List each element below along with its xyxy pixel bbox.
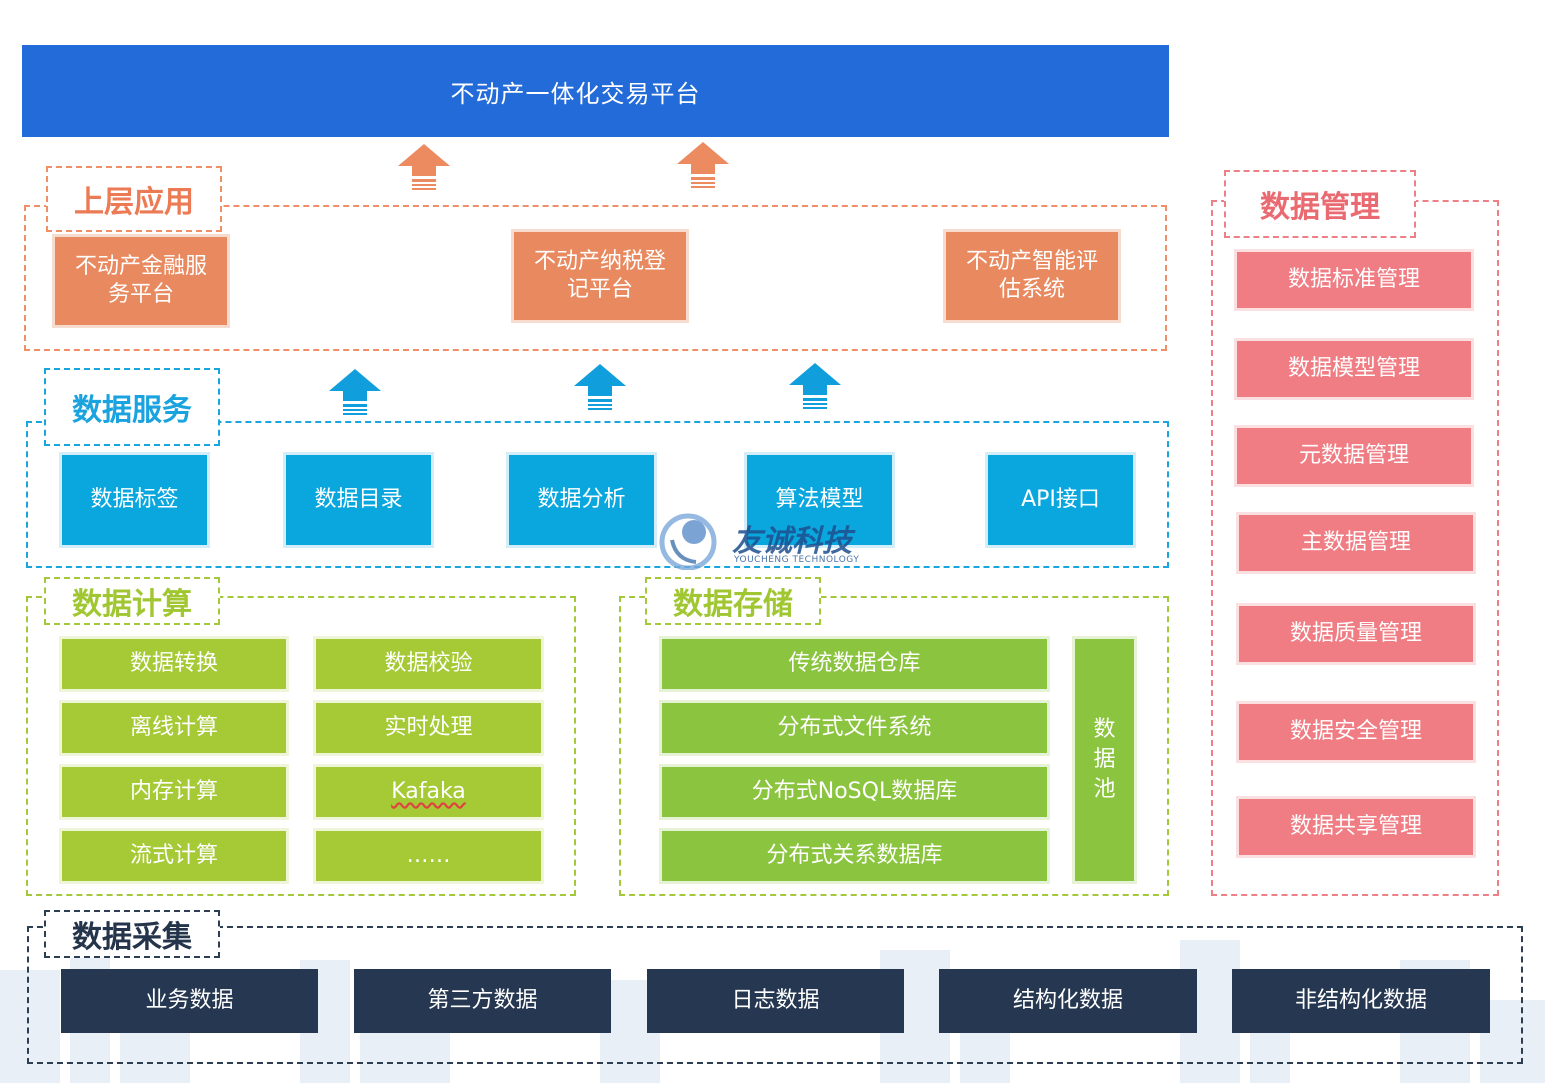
platform-banner: 不动产一体化交易平台 (22, 45, 1169, 137)
storage-box[interactable]: 分布式关系数据库 (659, 828, 1050, 884)
upper-app-frame (24, 205, 1167, 351)
management-box[interactable]: 数据标准管理 (1234, 249, 1474, 311)
service-box[interactable]: 算法模型 (744, 452, 895, 548)
storage-box[interactable]: 分布式NoSQL数据库 (659, 764, 1050, 820)
data-collection-title: 数据采集 (44, 910, 220, 958)
management-box[interactable]: 主数据管理 (1236, 512, 1476, 574)
collection-box[interactable]: 日志数据 (647, 969, 904, 1033)
data-compute-title: 数据计算 (44, 577, 220, 625)
compute-box[interactable]: 数据转换 (59, 636, 289, 692)
data-pool-char: 池 (1093, 777, 1116, 802)
data-storage-frame (619, 596, 1169, 896)
platform-title: 不动产一体化交易平台 (450, 79, 701, 108)
management-box[interactable]: 数据共享管理 (1236, 796, 1476, 858)
upper-app-title: 上层应用 (46, 166, 222, 232)
arrow-up-icon (677, 142, 729, 188)
collection-box[interactable]: 业务数据 (61, 969, 318, 1033)
service-box[interactable]: API接口 (985, 452, 1136, 548)
arrow-up-icon (574, 364, 626, 410)
arrow-up-icon (329, 369, 381, 415)
data-compute-frame (26, 596, 576, 896)
collection-box[interactable]: 结构化数据 (939, 969, 1197, 1033)
data-pool-box[interactable]: 数 据 池 (1072, 636, 1137, 884)
management-box[interactable]: 数据安全管理 (1236, 701, 1476, 763)
app-box[interactable]: 不动产智能评估系统 (943, 229, 1121, 323)
data-storage-title: 数据存储 (645, 577, 821, 625)
collection-box[interactable]: 非结构化数据 (1232, 969, 1490, 1033)
service-box[interactable]: 数据标签 (59, 452, 210, 548)
app-box[interactable]: 不动产纳税登记平台 (511, 229, 689, 323)
compute-box[interactable]: …… (313, 828, 544, 884)
management-box[interactable]: 元数据管理 (1234, 425, 1474, 487)
data-management-title: 数据管理 (1224, 170, 1416, 238)
collection-box[interactable]: 第三方数据 (354, 969, 611, 1033)
compute-box[interactable]: 实时处理 (313, 700, 544, 756)
service-box[interactable]: 数据分析 (506, 452, 657, 548)
arrow-up-icon (398, 144, 450, 190)
storage-box[interactable]: 分布式文件系统 (659, 700, 1050, 756)
compute-box[interactable]: 内存计算 (59, 764, 289, 820)
compute-box[interactable]: Kafaka (313, 764, 544, 820)
data-service-title: 数据服务 (44, 368, 220, 446)
management-box[interactable]: 数据模型管理 (1234, 338, 1474, 400)
compute-box-label: Kafaka (391, 779, 466, 804)
compute-box[interactable]: 离线计算 (59, 700, 289, 756)
app-box[interactable]: 不动产金融服务平台 (52, 234, 230, 328)
compute-box[interactable]: 流式计算 (59, 828, 289, 884)
data-service-frame (26, 421, 1169, 568)
storage-box[interactable]: 传统数据仓库 (659, 636, 1050, 692)
service-box[interactable]: 数据目录 (283, 452, 434, 548)
arrow-up-icon (789, 363, 841, 409)
data-pool-char: 据 (1093, 747, 1116, 772)
data-pool-char: 数 (1093, 717, 1116, 742)
compute-box[interactable]: 数据校验 (313, 636, 544, 692)
data-collection-frame (27, 926, 1523, 1064)
management-box[interactable]: 数据质量管理 (1236, 603, 1476, 665)
